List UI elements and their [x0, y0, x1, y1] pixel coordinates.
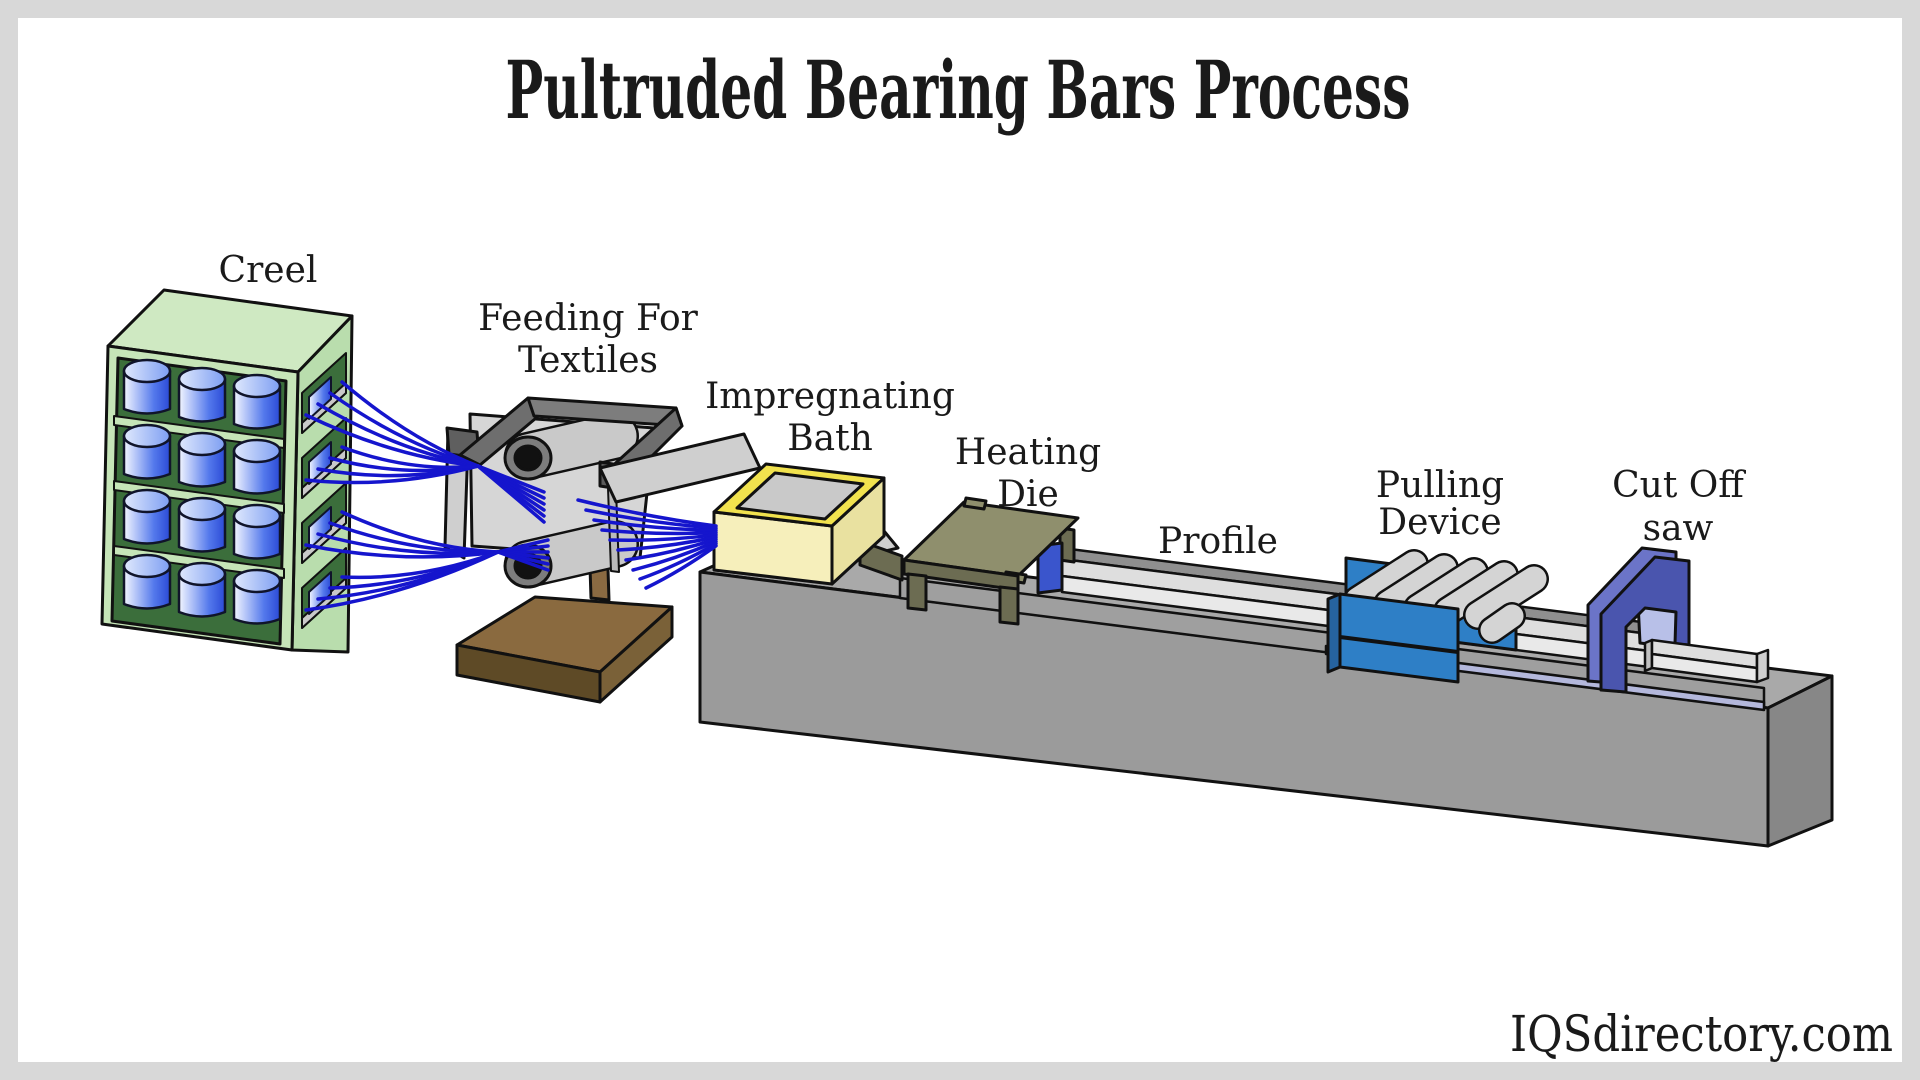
label-pulling-2: Device: [1378, 502, 1502, 543]
label-pulling-1: Pulling: [1376, 465, 1504, 506]
side-spool-hint: [308, 506, 332, 550]
fiber-strand: [576, 498, 718, 528]
spool-top: [232, 438, 282, 464]
spool-top: [122, 423, 172, 449]
puller-roller: [1405, 559, 1487, 621]
fiber-strand: [476, 464, 546, 524]
piece-right-end: [1755, 648, 1770, 684]
fiber-strand: [340, 380, 480, 468]
label-heating-2: Die: [997, 474, 1059, 515]
puller-rollers: [1343, 549, 1549, 644]
puller-roller: [1435, 562, 1517, 624]
impregnating-bath: [712, 462, 904, 586]
label-impregnating-2: Bath: [787, 418, 873, 459]
die-tab-back: [962, 496, 988, 511]
fiber-band-to-bath: [598, 432, 762, 504]
label-creel: Creel: [219, 250, 318, 291]
spool-top: [177, 366, 227, 392]
fiber-strand: [644, 544, 718, 590]
puller-roller: [1465, 566, 1547, 628]
die-front-leg-left: [906, 572, 928, 612]
bed-right-side: [1766, 674, 1834, 848]
fiber-strand: [340, 510, 500, 554]
puller-plate-split: [1339, 635, 1459, 654]
page-title: Pultruded Bearing Bars Process: [506, 43, 1411, 137]
label-heating-1: Heating: [955, 432, 1101, 473]
heating-die: [902, 496, 1080, 626]
fiber-strand: [584, 508, 718, 530]
spool-top: [177, 561, 227, 587]
spool-top: [177, 496, 227, 522]
fiber-strand: [496, 550, 550, 572]
label-cutoff-2: saw: [1643, 508, 1714, 549]
fiber-strand: [616, 535, 718, 552]
spool-top: [177, 431, 227, 457]
feeding-device: [443, 396, 762, 704]
feeder-rollers: [503, 412, 639, 589]
puller-roller: [1375, 555, 1457, 617]
creel: [100, 288, 354, 654]
feeder-base-right: [598, 605, 674, 704]
fiber-strand: [592, 518, 718, 533]
creel-spools: [122, 358, 282, 625]
side-spool-hint: [308, 441, 332, 485]
spool-top: [122, 553, 172, 579]
puller-left-side: [1326, 592, 1342, 674]
die-block-blue: [1036, 541, 1064, 595]
side-spool-hint: [308, 571, 332, 615]
puller-roller: [1345, 551, 1427, 613]
roller-hole: [513, 444, 543, 472]
label-profile: Profile: [1158, 521, 1278, 562]
spool-top: [232, 373, 282, 399]
fiber-strand: [340, 550, 500, 580]
fiber-strand: [340, 445, 480, 470]
fiber-strand: [600, 528, 718, 536]
pulling-device: [1326, 549, 1549, 684]
label-cutoff-1: Cut Off: [1612, 465, 1746, 506]
spool-top: [122, 488, 172, 514]
label-feeding-1: Feeding For: [478, 298, 699, 339]
fiber-strand: [631, 539, 718, 572]
fiber-strand: [624, 537, 718, 562]
fiber-strand: [638, 541, 718, 581]
fiber-strand: [608, 533, 718, 542]
label-feeding-2: Textiles: [518, 340, 658, 381]
watermark: IQSdirectory.com: [1510, 1005, 1893, 1063]
fiber-lines: [304, 380, 718, 612]
label-impregnating-1: Impregnating: [705, 376, 955, 417]
cut-profile-piece: [1643, 638, 1770, 684]
cutoff-saw: [1586, 546, 1691, 694]
puller-lower-roller: [1480, 604, 1524, 642]
spool-top: [232, 503, 282, 529]
side-spool-hint: [308, 376, 332, 420]
spool-top: [122, 358, 172, 384]
spool-top: [232, 568, 282, 594]
die-front-leg-right: [998, 585, 1020, 626]
bath-resin-surface: [735, 471, 865, 521]
